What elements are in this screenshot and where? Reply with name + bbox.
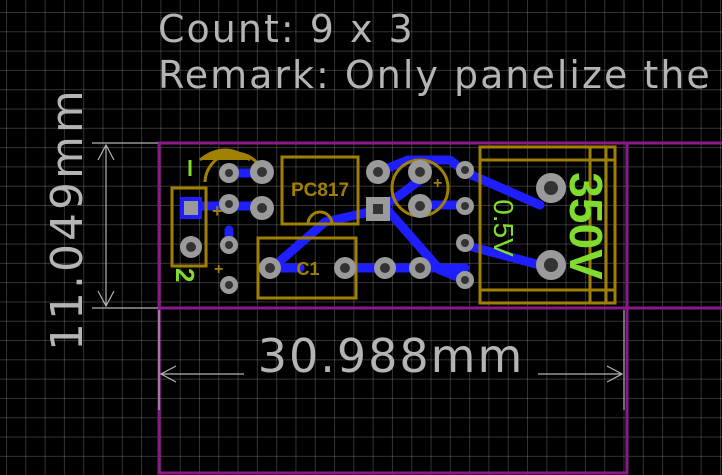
capacitor-c1-label: C1 — [296, 259, 319, 279]
terminal-voltage-label: 0.5V — [488, 199, 519, 257]
pin-label-2: 2 — [170, 268, 200, 282]
polarity-mark-mid: + — [214, 261, 223, 278]
copper-traces[interactable] — [185, 155, 545, 285]
width-dimension-label: 30.988mm — [258, 329, 525, 383]
connector-outline — [170, 186, 208, 268]
polarity-mark-left: + — [212, 201, 223, 221]
polarity-mark-right: + — [433, 175, 442, 192]
silkscreen-layer — [170, 145, 617, 305]
optocoupler-label: PC817 — [291, 180, 349, 201]
remark-text: Remark: Only panelize the — [158, 53, 712, 97]
height-dimension-label: 11.049mm — [42, 87, 93, 351]
count-text: Count: 9 x 3 — [158, 7, 415, 51]
optocoupler-outline — [280, 155, 360, 226]
height-dimension[interactable] — [92, 142, 158, 309]
width-dimension[interactable] — [158, 310, 625, 410]
pads[interactable] — [180, 160, 566, 294]
terminal-label: 350V — [560, 172, 612, 280]
terminal-block-outline — [478, 145, 617, 305]
